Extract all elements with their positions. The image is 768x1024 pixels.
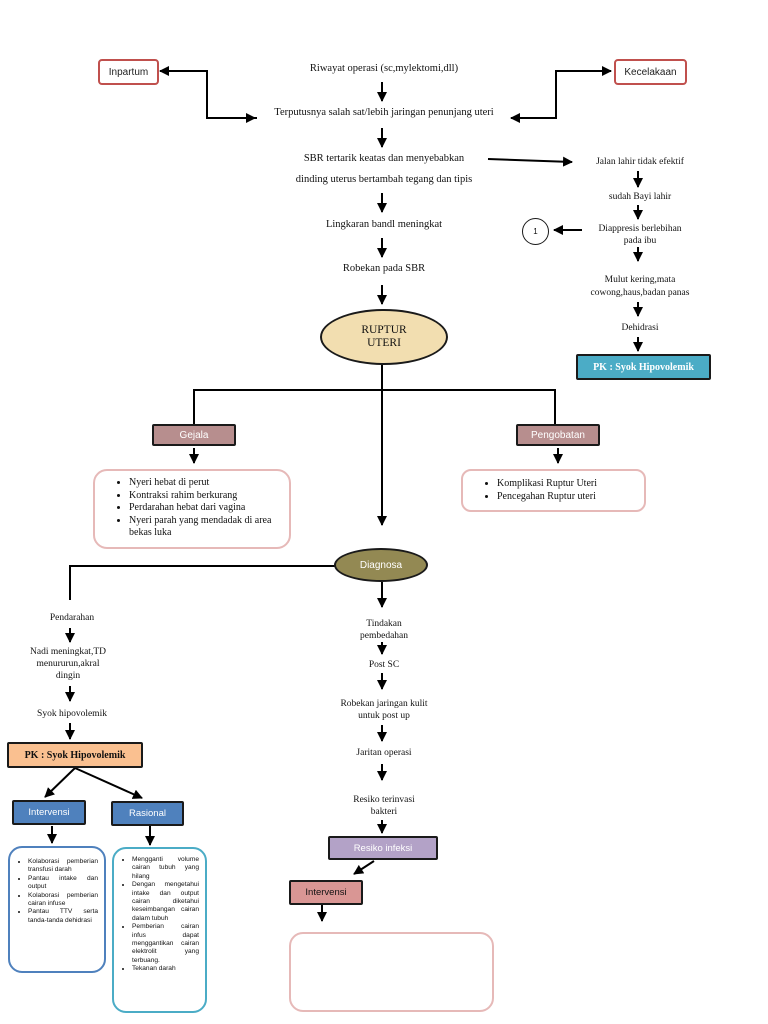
ruptur-uteri-node[interactable]: RUPTUR UTERI <box>320 309 448 365</box>
chain-text-robekan: Robekan pada SBR <box>342 263 426 274</box>
center-text-tindakan: Tindakan <box>366 619 402 629</box>
intervensi-center-label: Intervensi <box>305 887 347 898</box>
right-text-diappresis: Diappresis berlebihan <box>598 224 682 234</box>
left-text-nadi: Nadi meningkat,TD <box>30 647 106 657</box>
pk-left-label: PK : Syok Hipovolemik <box>24 749 126 761</box>
right-text-dehidrasi: Dehidrasi <box>621 323 659 333</box>
intervensi-item: Kolaborasi pemberian transfusi darah <box>28 858 98 875</box>
rasional-node[interactable]: Rasional <box>111 801 184 826</box>
rasional-item: Mengganti volume cairan tubuh yang hilan… <box>132 856 199 881</box>
intervensi-item: Pantau TTV serta tanda-tanda dehidrasi <box>28 908 98 925</box>
left-text-syok: Syok hipovolemik <box>37 709 107 719</box>
chain-text-lingkaran: Lingkaran bandl meningkat <box>325 219 443 230</box>
gejala-item: Perdarahan hebat dari vagina <box>129 502 281 515</box>
gejala-item: Nyeri parah yang mendadak di area bekas … <box>129 515 281 540</box>
pk-right-label: PK : Syok Hipovolemik <box>593 361 694 373</box>
pengobatan-list: Komplikasi Ruptur Uteri Pencegahan Ruptu… <box>479 478 638 503</box>
rasional-list-box: Mengganti volume cairan tubuh yang hilan… <box>112 847 207 1013</box>
right-text-jalan-lahir: Jalan lahir tidak efektif <box>596 157 684 167</box>
connector-1-label: 1 <box>533 227 538 236</box>
center-text-post-up: untuk post up <box>358 711 410 721</box>
uteri-label: UTERI <box>367 337 401 349</box>
rasional-item: Pemberian cairan infus dapat menggantika… <box>132 923 199 965</box>
gejala-list-box: Nyeri hebat di perut Kontraksi rahim ber… <box>93 469 291 549</box>
intervensi-item: Kolaborasi pemberian cairan infuse <box>28 892 98 909</box>
intervensi-empty-box <box>289 932 494 1012</box>
resiko-infeksi-node[interactable]: Resiko infeksi <box>328 836 438 860</box>
kecelakaan-node[interactable]: Kecelakaan <box>614 59 687 85</box>
center-text-pembedahan: pembedahan <box>359 631 409 641</box>
intervensi-list-box: Kolaborasi pemberian transfusi darah Pan… <box>8 846 106 973</box>
left-text-dingin: dingin <box>55 671 81 681</box>
left-text-pendarahan: Pendarahan <box>49 613 95 623</box>
intervensi-list: Kolaborasi pemberian transfusi darah Pan… <box>14 858 98 925</box>
left-text-menururun: menururun,akral <box>36 659 100 669</box>
right-text-bayi-lahir: sudah Bayi lahir <box>608 192 672 202</box>
pk-syok-hipovolemik-right[interactable]: PK : Syok Hipovolemik <box>576 354 711 380</box>
rasional-label: Rasional <box>129 808 166 819</box>
resiko-infeksi-label: Resiko infeksi <box>353 842 413 854</box>
ruptur-label: RUPTUR <box>361 324 407 336</box>
diagnosa-label: Diagnosa <box>359 559 403 571</box>
diagnosa-node[interactable]: Diagnosa <box>334 548 428 582</box>
pengobatan-item: Komplikasi Ruptur Uteri <box>497 478 638 491</box>
center-text-resiko-terinvasi: Resiko terinvasi <box>353 795 415 805</box>
gejala-item: Kontraksi rahim berkurang <box>129 490 281 503</box>
inpartum-label: Inpartum <box>108 66 149 78</box>
right-text-pada-ibu: pada ibu <box>623 236 657 246</box>
intervensi-left-label: Intervensi <box>28 807 70 818</box>
intervensi-node-center[interactable]: Intervensi <box>289 880 363 905</box>
center-text-post-sc: Post SC <box>368 660 400 670</box>
center-text-robekan-kulit: Robekan jaringan kulit <box>340 699 428 709</box>
pengobatan-label: Pengobatan <box>531 429 585 441</box>
intervensi-node-left[interactable]: Intervensi <box>12 800 86 825</box>
rasional-item: Tekanan darah <box>132 965 199 973</box>
pk-syok-hipovolemik-left[interactable]: PK : Syok Hipovolemik <box>7 742 143 768</box>
center-text-jaritan: Jaritan operasi <box>356 748 412 758</box>
right-text-mulut-kering: Mulut kering,mata <box>604 275 676 285</box>
chain-text-terputusnya: Terputusnya salah sat/lebih jaringan pen… <box>274 107 494 118</box>
pengobatan-item: Pencegahan Ruptur uteri <box>497 491 638 504</box>
chain-text-sbr: SBR tertarik keatas dan menyebabkan <box>303 153 465 164</box>
rasional-list: Mengganti volume cairan tubuh yang hilan… <box>118 856 199 974</box>
center-text-bakteri: bakteri <box>370 807 398 817</box>
gejala-node[interactable]: Gejala <box>152 424 236 446</box>
pengobatan-node[interactable]: Pengobatan <box>516 424 600 446</box>
inpartum-node[interactable]: Inpartum <box>98 59 159 85</box>
gejala-item: Nyeri hebat di perut <box>129 477 281 490</box>
chain-text-riwayat: Riwayat operasi (sc,mylektomi,dll) <box>309 63 459 74</box>
chain-text-dinding: dinding uterus bertambah tegang dan tipi… <box>295 174 473 185</box>
gejala-list: Nyeri hebat di perut Kontraksi rahim ber… <box>111 477 281 540</box>
connector-1-circle[interactable]: 1 <box>522 218 549 245</box>
rasional-item: Dengan mengetahui intake dan output cair… <box>132 881 199 923</box>
gejala-label: Gejala <box>179 429 209 441</box>
kecelakaan-label: Kecelakaan <box>624 66 677 78</box>
intervensi-item: Pantau intake dan output <box>28 875 98 892</box>
right-text-cowong: cowong,haus,badan panas <box>590 288 690 298</box>
pengobatan-list-box: Komplikasi Ruptur Uteri Pencegahan Ruptu… <box>461 469 646 512</box>
